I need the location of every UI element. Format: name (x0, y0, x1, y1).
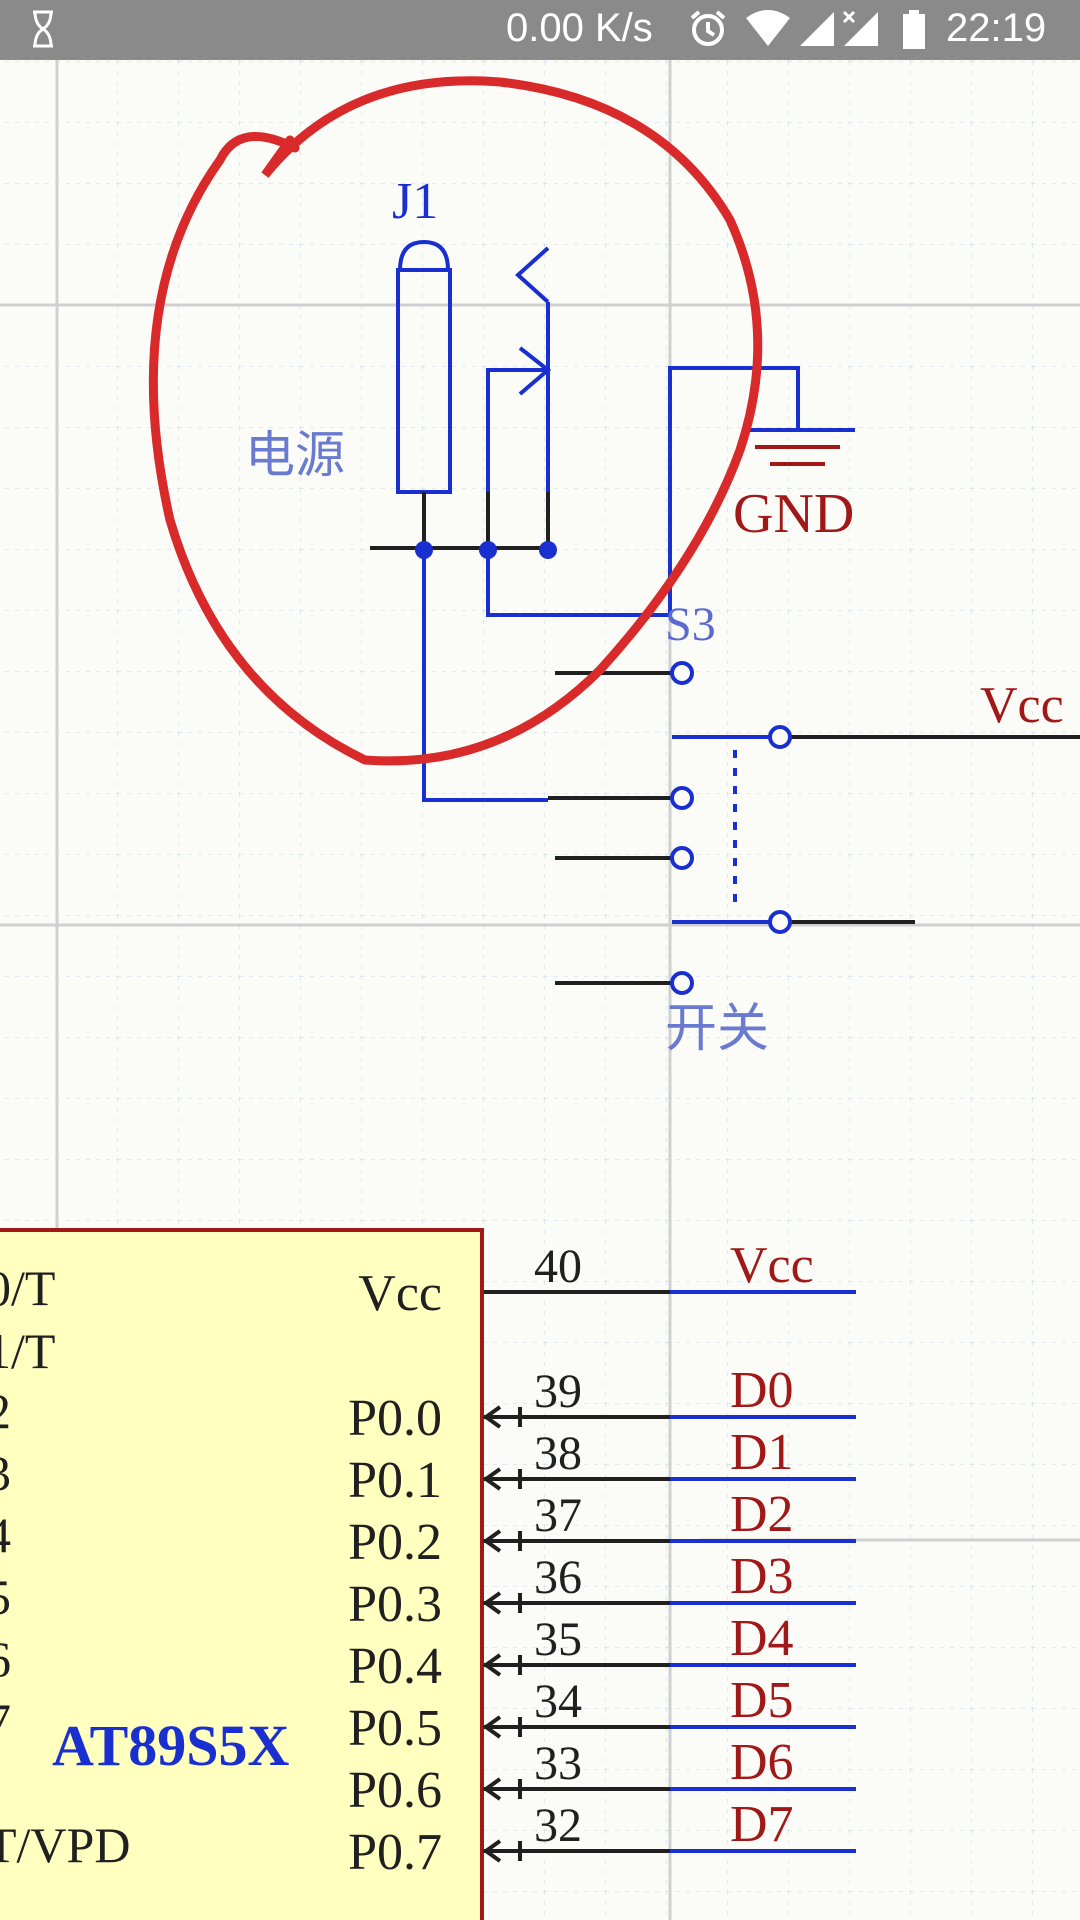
mcu-left-pin-label: 3 (0, 1445, 11, 1501)
mcu-pin-p0-0[interactable]: P0.0 39 D0 (348, 1362, 856, 1447)
net-label: D2 (730, 1486, 794, 1543)
mcu-pin-vcc[interactable]: Vcc 40 Vcc (358, 1237, 856, 1322)
signal-no-data-icon (842, 10, 880, 58)
pin-number: 32 (534, 1799, 582, 1852)
mcu-chip[interactable]: AT89S5X 0/T1/T234567T/VPD Vcc40VccP0.039… (0, 1228, 856, 1920)
ground-symbol[interactable]: GND (733, 428, 855, 545)
gnd-label: GND (733, 483, 854, 545)
schematic-canvas[interactable]: J1 电源 GND S3 (0, 60, 1080, 1920)
pin-io-arrow (482, 1777, 540, 1801)
net-label: D5 (730, 1672, 794, 1729)
pin-name: P0.1 (348, 1452, 442, 1509)
mcu-pin-p0-1[interactable]: P0.1 38 D1 (348, 1424, 856, 1509)
pin-number: 35 (534, 1613, 582, 1666)
hourglass-icon (30, 10, 56, 58)
switch-net-vcc: Vcc (980, 677, 1064, 734)
pin-name: Vcc (358, 1265, 442, 1322)
net-label: D0 (730, 1362, 794, 1419)
mcu-left-pin-label: 0/T (0, 1260, 55, 1316)
mcu-left-pin-label: 1/T (0, 1323, 55, 1379)
pin-name: P0.2 (348, 1514, 442, 1571)
battery-icon (902, 10, 926, 60)
net-label: D4 (730, 1610, 794, 1667)
s3-ref: S3 (665, 598, 716, 651)
mcu-pin-p0-3[interactable]: P0.3 36 D3 (348, 1548, 856, 1633)
pin-name: P0.4 (348, 1638, 442, 1695)
annotation-circle (148, 76, 763, 766)
switch-label: 开关 (665, 999, 769, 1059)
mcu-left-pin-label: T/VPD (0, 1817, 130, 1873)
mcu-left-pin-label: 2 (0, 1383, 11, 1439)
mcu-pin-p0-7[interactable]: P0.7 32 D7 (348, 1796, 856, 1881)
net-label: D1 (730, 1424, 794, 1481)
pin-number: 38 (534, 1427, 582, 1480)
pin-io-arrow (482, 1405, 540, 1429)
pin-io-arrow (482, 1591, 540, 1615)
j1-label: 电源 (245, 426, 345, 484)
mcu-left-pin-label: 7 (0, 1693, 11, 1749)
pin-number: 39 (534, 1365, 582, 1418)
mcu-pin-p0-4[interactable]: P0.4 35 D4 (348, 1610, 856, 1695)
pin-number: 33 (534, 1737, 582, 1790)
pin-number: 34 (534, 1675, 582, 1728)
pin-io-arrow (482, 1839, 540, 1863)
pin-name: P0.3 (348, 1576, 442, 1633)
alarm-icon (688, 8, 728, 58)
pin-io-arrow (482, 1529, 540, 1553)
power-wires (422, 366, 800, 802)
pin-name: P0.6 (348, 1762, 442, 1819)
mcu-pin-p0-6[interactable]: P0.6 33 D6 (348, 1734, 856, 1819)
net-label: D6 (730, 1734, 794, 1791)
signal-icon (798, 10, 836, 58)
mcu-name: AT89S5X (52, 1713, 290, 1778)
net-label: D7 (730, 1796, 794, 1853)
net-label: D3 (730, 1548, 794, 1605)
pin-name: P0.5 (348, 1700, 442, 1757)
pin-io-arrow (482, 1467, 540, 1491)
wifi-icon (745, 10, 791, 58)
mcu-left-pin-label: 4 (0, 1507, 11, 1563)
mcu-pin-p0-5[interactable]: P0.5 34 D5 (348, 1672, 856, 1757)
mcu-pin-p0-2[interactable]: P0.2 37 D2 (348, 1486, 856, 1571)
clock: 22:19 (946, 6, 1047, 50)
switch-s3[interactable]: S3 Vcc 开关 (548, 598, 1080, 1059)
pin-name: P0.0 (348, 1390, 442, 1447)
mcu-left-pin-label: 5 (0, 1569, 11, 1625)
network-speed: 0.00 K/s (506, 6, 653, 50)
pin-io-arrow (482, 1653, 540, 1677)
pin-number: 37 (534, 1489, 582, 1542)
pin-name: P0.7 (348, 1824, 442, 1881)
net-label: Vcc (730, 1237, 814, 1294)
pin-io-arrow (482, 1715, 540, 1739)
j1-ref: J1 (392, 173, 438, 230)
mcu-left-pin-label: 6 (0, 1631, 11, 1687)
pin-number: 36 (534, 1551, 582, 1604)
status-bar: 0.00 K/s 22:19 (0, 0, 1080, 60)
pin-number: 40 (534, 1240, 582, 1293)
